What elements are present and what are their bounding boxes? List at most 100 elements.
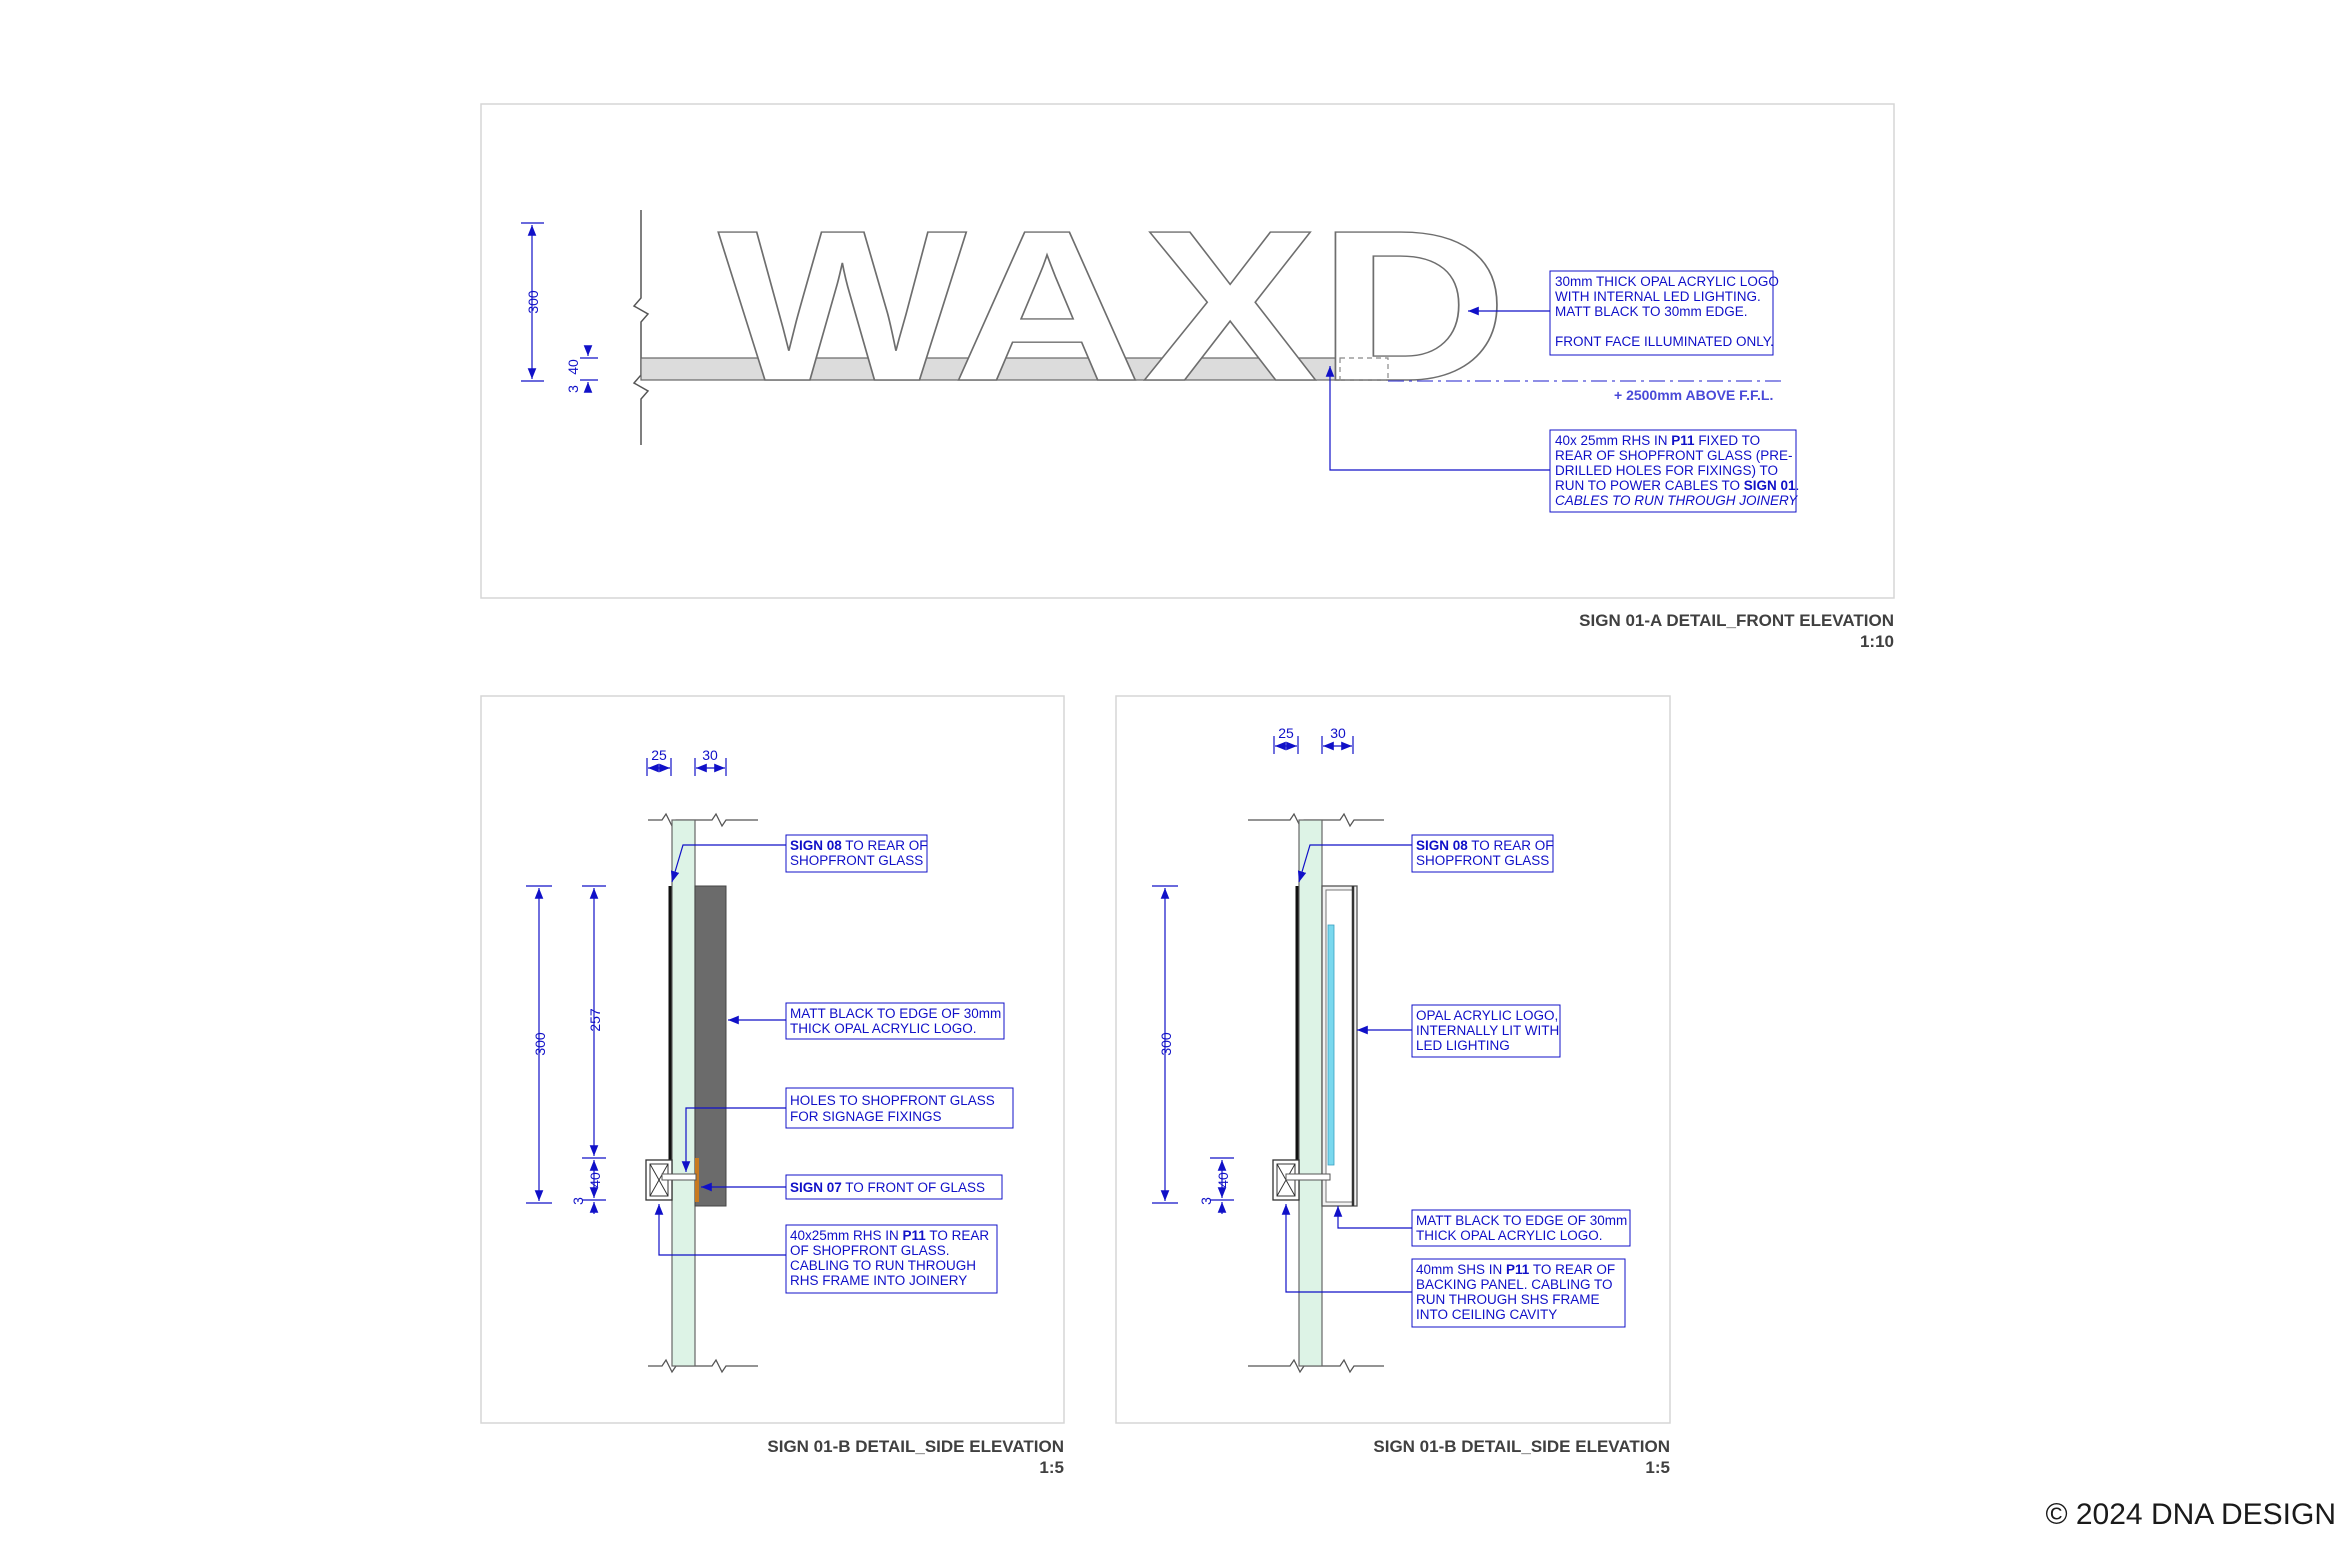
note-rhs-line4: RUN TO POWER CABLES TO SIGN 01. — [1555, 478, 1799, 493]
note-rhs-line2: REAR OF SHOPFRONT GLASS (PRE- — [1555, 448, 1793, 463]
svg-text:CABLING TO RUN THROUGH: CABLING TO RUN THROUGH — [790, 1258, 976, 1273]
svg-text:RUN THROUGH SHS FRAME: RUN THROUGH SHS FRAME — [1416, 1292, 1600, 1307]
side-right-dim-top — [1273, 736, 1354, 754]
side-elevation-left-panel: 25 30 300 257 40 3 SIGN 08 TO REAR OF SH… — [480, 695, 1065, 1424]
side-right-dim-vertical — [1152, 885, 1234, 1214]
side-left-break-bottom — [648, 1358, 758, 1374]
note-rhs-line5: CABLES TO RUN THROUGH JOINERY — [1555, 493, 1798, 508]
svg-text:INTERNALLY LIT WITH: INTERNALLY LIT WITH — [1416, 1023, 1559, 1038]
waxd-logo-outline: WAXD — [717, 184, 1508, 426]
leader-left-rhs — [654, 1204, 786, 1256]
front-dim-300-label: 300 — [525, 290, 541, 314]
side-right-dim-3: 3 — [1198, 1197, 1214, 1205]
note-left-sign07: SIGN 07 TO FRONT OF GLASS — [785, 1174, 1003, 1200]
note-rhs-box: 40x 25mm RHS IN P11 FIXED TO REAR OF SHO… — [1549, 429, 1799, 513]
front-dim-40 — [580, 345, 598, 393]
note-right-matt: MATT BLACK TO EDGE OF 30mm THICK OPAL AC… — [1411, 1209, 1631, 1247]
shs-section-right — [1272, 1159, 1331, 1201]
rhs-bar-hidden-end — [1339, 357, 1389, 381]
note-logo-line1: 30mm THICK OPAL ACRYLIC LOGO — [1555, 274, 1779, 289]
note-left-holes: HOLES TO SHOPFRONT GLASS FOR SIGNAGE FIX… — [785, 1087, 1014, 1129]
svg-text:SIGN 07 TO FRONT OF GLASS: SIGN 07 TO FRONT OF GLASS — [790, 1180, 985, 1195]
leader-right-matt — [1333, 1206, 1412, 1229]
shopfront-glass-right — [1298, 819, 1323, 1367]
side-left-dim-vertical — [526, 885, 606, 1214]
acrylic-face-right — [1327, 924, 1335, 1166]
svg-text:BACKING PANEL. CABLING TO: BACKING PANEL. CABLING TO — [1416, 1277, 1613, 1292]
leader-left-sign08 — [670, 844, 786, 883]
side-left-caption-title: SIGN 01-B DETAIL_SIDE ELEVATION — [767, 1437, 1064, 1456]
side-right-frame — [1115, 695, 1671, 1424]
svg-text:MATT BLACK TO EDGE OF 30mm: MATT BLACK TO EDGE OF 30mm — [790, 1006, 1001, 1021]
copyright-notice: © 2024 DNA DESIGN — [2045, 1498, 2336, 1531]
front-dim-3-label: 3 — [565, 385, 581, 393]
note-logo-line4: FRONT FACE ILLUMINATED ONLY. — [1555, 334, 1774, 349]
svg-text:40x25mm RHS IN P11 TO REAR: 40x25mm RHS IN P11 TO REAR — [790, 1228, 989, 1243]
sign07-left — [695, 1158, 699, 1202]
svg-text:FOR SIGNAGE FIXINGS: FOR SIGNAGE FIXINGS — [790, 1109, 942, 1124]
side-right-dim-25: 25 — [1278, 725, 1294, 741]
illuminated-box-sign-right — [1321, 885, 1358, 1207]
note-right-opal: OPAL ACRYLIC LOGO, INTERNALLY LIT WITH L… — [1411, 1004, 1561, 1058]
side-left-break-top — [648, 812, 758, 828]
svg-text:HOLES TO SHOPFRONT GLASS: HOLES TO SHOPFRONT GLASS — [790, 1093, 995, 1108]
svg-text:SHOPFRONT GLASS: SHOPFRONT GLASS — [790, 853, 923, 868]
note-rhs-line1: 40x 25mm RHS IN P11 FIXED TO — [1555, 433, 1760, 448]
front-caption-title: SIGN 01-A DETAIL_FRONT ELEVATION — [1579, 611, 1894, 630]
svg-text:SIGN 08 TO REAR OF: SIGN 08 TO REAR OF — [790, 838, 928, 853]
leader-left-holes — [681, 1107, 786, 1172]
side-right-caption: SIGN 01-B DETAIL_SIDE ELEVATION 1:5 — [1200, 1436, 1670, 1478]
rhs-section-left — [645, 1159, 697, 1201]
wall-break-line — [632, 210, 650, 445]
side-right-dim-40: 40 — [1215, 1172, 1231, 1188]
note-left-matt: MATT BLACK TO EDGE OF 30mm THICK OPAL AC… — [785, 1002, 1005, 1040]
note-logo-line2: WITH INTERNAL LED LIGHTING. — [1555, 289, 1761, 304]
svg-text:LED LIGHTING: LED LIGHTING — [1416, 1038, 1510, 1053]
side-left-frame — [480, 695, 1065, 1424]
svg-text:40mm SHS IN P11 TO REAR OF: 40mm SHS IN P11 TO REAR OF — [1416, 1262, 1615, 1277]
leader-right-shs — [1281, 1204, 1412, 1293]
waxd-logo-text: WAXD — [718, 185, 1508, 426]
front-dim-300 — [521, 222, 544, 382]
svg-text:INTO CEILING CAVITY: INTO CEILING CAVITY — [1416, 1307, 1557, 1322]
note-left-rhs: 40x25mm RHS IN P11 TO REAR OF SHOPFRONT … — [785, 1224, 998, 1294]
note-rhs-line3: DRILLED HOLES FOR FIXINGS) TO — [1555, 463, 1778, 478]
side-left-dim-40: 40 — [587, 1172, 603, 1188]
side-left-dim-25: 25 — [651, 747, 667, 763]
ffl-label: + 2500mm ABOVE F.F.L. — [1614, 387, 1773, 403]
shopfront-glass-left — [671, 819, 696, 1367]
svg-text:SHOPFRONT GLASS: SHOPFRONT GLASS — [1416, 853, 1549, 868]
front-elevation-caption: SIGN 01-A DETAIL_FRONT ELEVATION 1:10 — [1400, 610, 1894, 652]
side-left-caption: SIGN 01-B DETAIL_SIDE ELEVATION 1:5 — [600, 1436, 1064, 1478]
side-right-caption-title: SIGN 01-B DETAIL_SIDE ELEVATION — [1373, 1437, 1670, 1456]
note-right-sign08: SIGN 08 TO REAR OF SHOPFRONT GLASS — [1411, 834, 1554, 873]
note-logo-line3: MATT BLACK TO 30mm EDGE. — [1555, 304, 1748, 319]
svg-text:OPAL ACRYLIC LOGO,: OPAL ACRYLIC LOGO, — [1416, 1008, 1558, 1023]
svg-text:SIGN 08 TO REAR OF: SIGN 08 TO REAR OF — [1416, 838, 1554, 853]
svg-text:MATT BLACK TO EDGE OF 30mm: MATT BLACK TO EDGE OF 30mm — [1416, 1213, 1627, 1228]
side-right-caption-scale: 1:5 — [1645, 1458, 1670, 1477]
front-dim-40-label: 40 — [565, 359, 581, 375]
side-left-dim-3: 3 — [570, 1197, 586, 1205]
leader-right-sign08 — [1297, 844, 1412, 883]
side-left-dim-top — [646, 758, 727, 776]
front-elevation-frame — [480, 103, 1895, 599]
side-left-dim-300: 300 — [532, 1032, 548, 1056]
side-left-dim-257: 257 — [587, 1008, 603, 1032]
note-right-shs: 40mm SHS IN P11 TO REAR OF BACKING PANEL… — [1411, 1258, 1626, 1328]
acrylic-logo-left — [694, 885, 727, 1207]
front-caption-scale: 1:10 — [1859, 632, 1894, 651]
side-right-dim-300: 300 — [1158, 1032, 1174, 1056]
leader-rhs-note — [1325, 366, 1550, 471]
side-left-caption-scale: 1:5 — [1039, 1458, 1064, 1477]
note-left-sign08: SIGN 08 TO REAR OF SHOPFRONT GLASS — [785, 834, 928, 873]
svg-text:OF SHOPFRONT GLASS.: OF SHOPFRONT GLASS. — [790, 1243, 950, 1258]
side-elevation-right-panel: 25 30 300 40 3 SIGN 08 TO REAR OF SHOPFR… — [1115, 695, 1671, 1424]
svg-text:RHS FRAME INTO JOINERY: RHS FRAME INTO JOINERY — [790, 1273, 967, 1288]
svg-text:THICK OPAL ACRYLIC LOGO.: THICK OPAL ACRYLIC LOGO. — [1416, 1228, 1603, 1243]
side-left-dim-30: 30 — [702, 747, 718, 763]
svg-text:THICK OPAL ACRYLIC LOGO.: THICK OPAL ACRYLIC LOGO. — [790, 1021, 977, 1036]
note-logo-box: 30mm THICK OPAL ACRYLIC LOGO WITH INTERN… — [1549, 270, 1779, 356]
front-elevation-panel: WAXD + 2500mm ABOVE F.F.L. 300 40 3 30mm… — [480, 103, 1895, 599]
